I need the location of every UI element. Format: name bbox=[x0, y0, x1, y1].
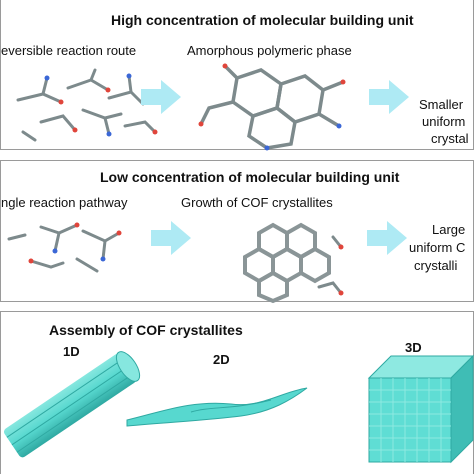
process-arrow bbox=[151, 221, 191, 255]
process-arrow bbox=[367, 221, 407, 255]
dimension-label-3d: 3D bbox=[405, 340, 422, 355]
panel-assembly: Assembly of COF crystallites 1D 2D 3D bbox=[0, 311, 474, 474]
panel-title: Assembly of COF crystallites bbox=[49, 322, 243, 338]
result-label-line-1: Large bbox=[432, 222, 466, 237]
dimension-label-1d: 1D bbox=[63, 344, 80, 359]
result-label-line-2: uniform C bbox=[409, 240, 466, 255]
panel-high-concentration: High concentration of molecular building… bbox=[0, 0, 474, 151]
process-arrow bbox=[369, 80, 409, 114]
result-label-line-1: Smaller bbox=[419, 97, 464, 112]
result-label-line-3: crystalli bbox=[414, 258, 458, 273]
3d-cube-assembly bbox=[367, 354, 474, 464]
panel-title: High concentration of molecular building… bbox=[111, 12, 414, 28]
panel-low-concentration: Low concentration of molecular building … bbox=[0, 160, 474, 304]
amorphous-network-illustration bbox=[198, 63, 346, 151]
result-label-line-3: crystal bbox=[431, 131, 469, 146]
step-label-reaction-route: eversible reaction route bbox=[1, 43, 137, 58]
2d-nanosheet bbox=[126, 387, 308, 427]
cof-crystallite-illustration bbox=[243, 222, 344, 304]
step-label-amorphous-phase: Amorphous polymeric phase bbox=[187, 43, 352, 58]
process-arrow bbox=[141, 80, 181, 114]
step-label-cof-growth: Growth of COF crystallites bbox=[181, 195, 333, 210]
dimension-label-2d: 2D bbox=[213, 352, 230, 367]
scattered-monomers-illustration bbox=[7, 222, 122, 273]
result-label-line-2: uniform bbox=[422, 114, 466, 129]
scattered-monomers-illustration bbox=[16, 68, 158, 142]
1d-nanofiber-bundle bbox=[3, 351, 141, 458]
step-label-reaction-pathway: ngle reaction pathway bbox=[1, 195, 128, 210]
panel-title: Low concentration of molecular building … bbox=[100, 169, 400, 185]
